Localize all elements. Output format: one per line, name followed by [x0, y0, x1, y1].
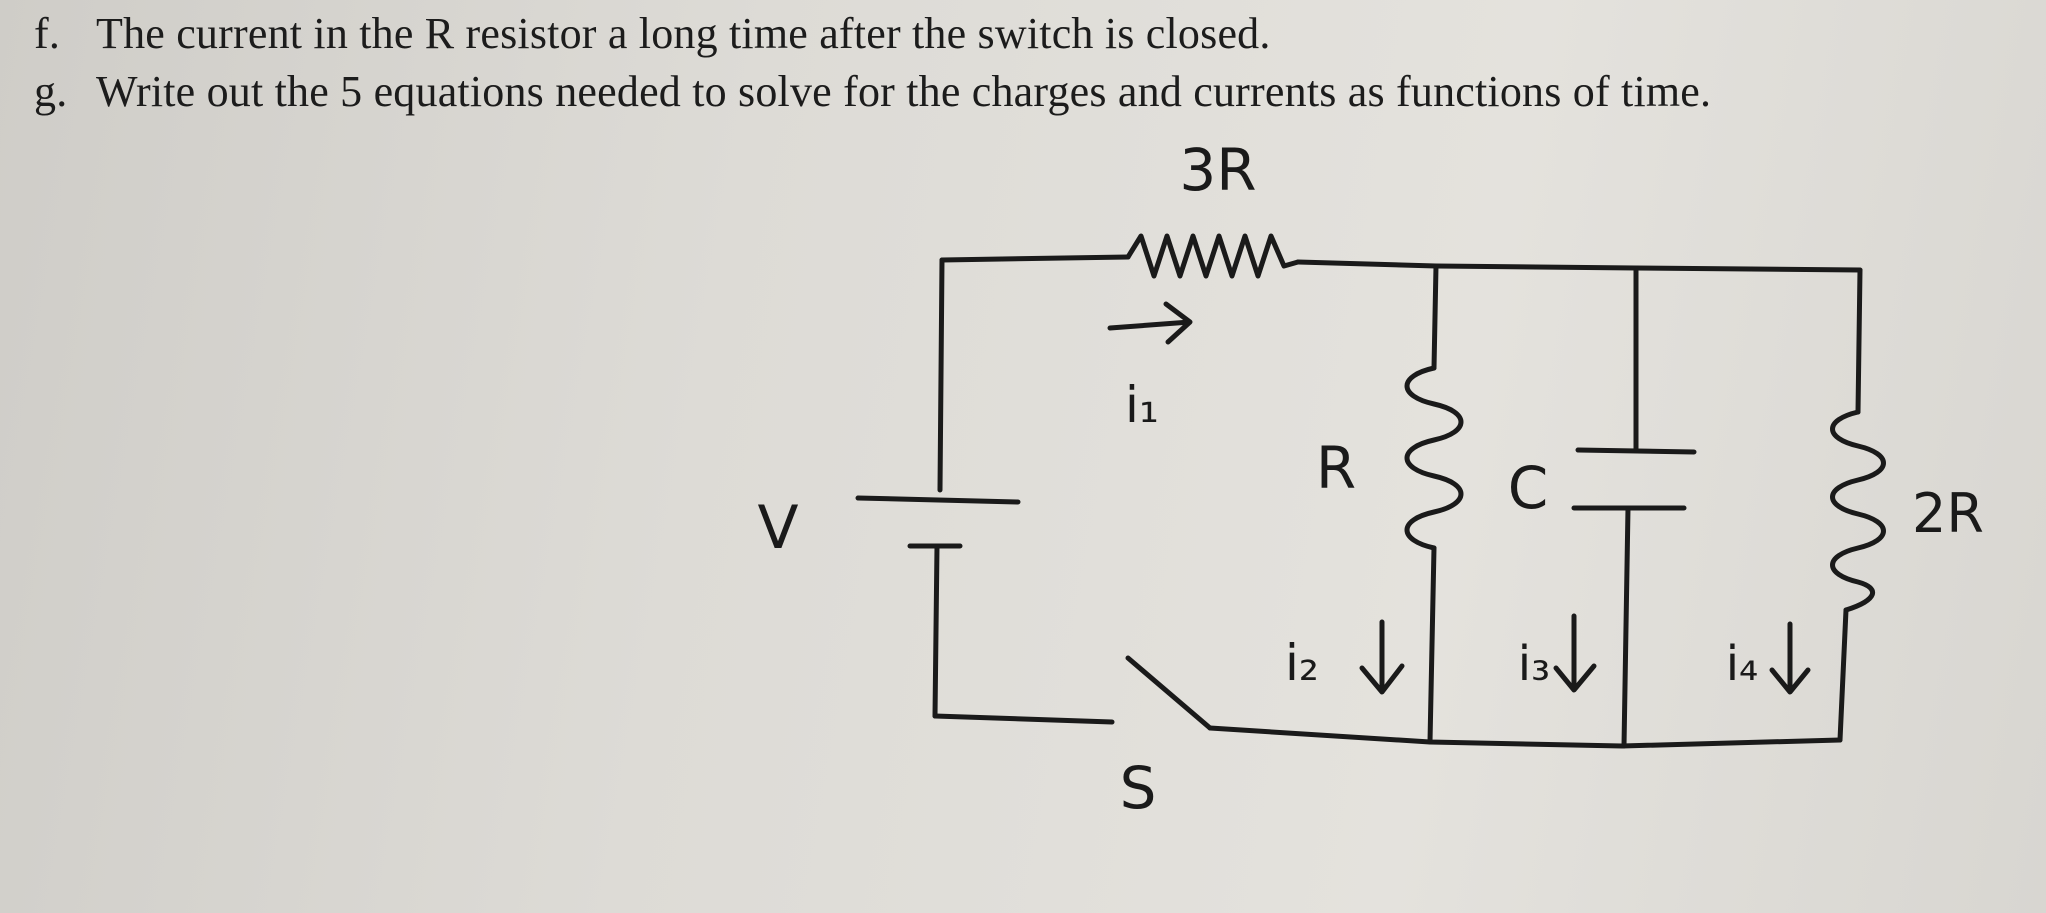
right-resistor-label: 2R: [1912, 482, 1984, 545]
source-label: V: [757, 493, 798, 563]
capacitor-top-plate: [1575, 447, 1697, 455]
top-left-wire: [939, 254, 1131, 263]
i4-arrow: [1769, 621, 1811, 695]
middle-resistor: [1404, 365, 1464, 551]
question-g: g. Write out the 5 equations needed to so…: [34, 66, 1711, 117]
question-g-text: Write out the 5 equations needed to solv…: [96, 67, 1712, 116]
switch-blade: [1125, 655, 1213, 731]
i2-label: i₂: [1285, 634, 1319, 692]
top-resistor: [1125, 233, 1301, 279]
middle-resistor-label: R: [1316, 434, 1356, 502]
question-f: f. The current in the R resistor a long t…: [34, 8, 1271, 59]
left-wire-upper: [937, 257, 945, 493]
i3-label: i₃: [1518, 636, 1551, 692]
i1-arrow: [1107, 301, 1193, 345]
i2-arrow: [1359, 619, 1405, 695]
right-resistor: [1830, 409, 1886, 613]
c-branch-wire-bottom: [1621, 505, 1631, 749]
2r-branch-wire-bottom: [1837, 607, 1849, 743]
capacitor-label: C: [1508, 454, 1549, 522]
i4-label: i₄: [1726, 636, 1759, 692]
i1-label: i₁: [1125, 376, 1159, 434]
battery-long-plate: [855, 495, 1021, 505]
i3-arrow: [1553, 613, 1597, 693]
question-g-letter: g.: [34, 67, 68, 116]
top-resistor-label: 3R: [1179, 136, 1256, 204]
question-f-letter: f.: [34, 9, 61, 58]
bottom-left-wire: [932, 713, 1115, 725]
switch-label: S: [1120, 754, 1157, 822]
question-f-text: The current in the R resistor a long tim…: [96, 9, 1271, 58]
top-right-wire: [1295, 259, 1863, 273]
2r-branch-wire-top: [1855, 267, 1863, 415]
left-wire-lower: [932, 543, 940, 719]
r-branch-wire-top: [1431, 263, 1439, 371]
bottom-right-wire: [1207, 725, 1843, 749]
r-branch-wire-bottom: [1427, 545, 1437, 745]
